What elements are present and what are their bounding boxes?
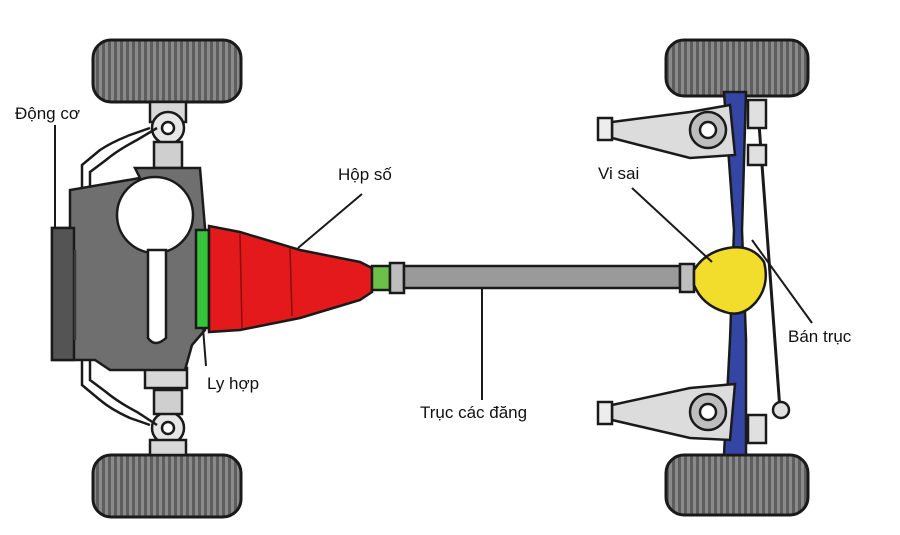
label-gearbox: Hộp số xyxy=(338,165,392,184)
label-driveshaft: Trục các đăng xyxy=(420,403,528,422)
label-clutch: Ly hợp xyxy=(207,374,260,393)
driveshaft xyxy=(370,261,696,295)
front-linkage-lines xyxy=(80,126,158,427)
flywheel-housing xyxy=(115,175,195,345)
clutch-ring xyxy=(194,228,211,330)
leader-axle-shaft xyxy=(751,239,813,324)
leader-gearbox xyxy=(297,193,363,249)
front-upper-knuckle xyxy=(148,100,188,170)
leader-clutch xyxy=(202,327,207,367)
label-engine: Động cơ xyxy=(15,104,81,123)
leader-lines xyxy=(54,125,813,400)
front-left-wheel xyxy=(91,38,243,104)
rear-upper-arm xyxy=(596,103,737,160)
gearbox xyxy=(207,224,374,334)
rear-right-wheel xyxy=(664,453,810,517)
front-lower-knuckle xyxy=(143,366,189,457)
rear-lower-arm xyxy=(596,382,737,442)
leader-differential xyxy=(631,187,713,263)
rear-stabilizer-rod xyxy=(746,98,791,445)
label-differential: Vi sai xyxy=(598,164,640,183)
rear-left-wheel xyxy=(664,38,810,98)
front-right-wheel xyxy=(91,453,243,519)
differential xyxy=(692,246,767,315)
label-axle-shaft: Bán trục xyxy=(788,327,852,346)
